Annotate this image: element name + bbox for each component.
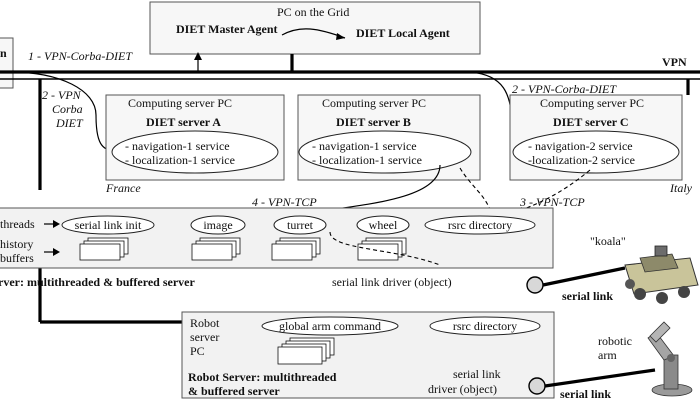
master-agent-arrowhead [194,52,202,60]
buffer-stack-global-arm-command [277,337,335,365]
robotic-arm-illustration [647,321,693,397]
link-4-label: 4 - VPN-TCP [252,195,317,209]
serial-link-label-1: serial link [562,289,613,303]
module-rsrc-directory-label: rsrc directory [448,218,512,232]
arm-module-rsrc-directory [429,316,541,336]
master-to-local-arrowhead [336,33,345,40]
turret-to-driver-dashed [329,231,441,266]
link-2a-line3: DIET [55,116,84,130]
left-fragment-text: n [0,46,7,60]
arm-server-title-1: Robot Server: multithreaded [188,370,337,384]
location-italy: Italy [669,181,693,195]
server-c-service-2: -localization-2 service [528,153,635,167]
module-serial-link-init-label: serial link init [75,218,142,232]
arm-server-pc-label-1: Robot [190,316,220,330]
server-b-name: DIET server B [336,115,411,129]
koala-serial-port [526,276,544,294]
buffer-stack-turret [271,237,321,261]
module-serial-link-init [61,215,155,235]
server-a-pc-title: Computing server PC [128,96,232,110]
server-b-service-2: - localization-1 service [312,153,422,167]
robot-name-label: "koala" [590,234,626,248]
arm-driver-label-1: serial link [453,367,501,381]
link-3-label: 3 - VPN-TCP [519,195,585,209]
server-c-services-ellipse [512,130,680,174]
server-c-pc-title: Computing server PC [540,96,644,110]
module-image [190,215,246,235]
history-label: history [0,237,33,251]
buffer-stack-serial-link-init [79,237,129,261]
module-wheel [356,215,410,235]
threads-arrowhead [53,220,60,228]
arm-driver-label-2: driver (object) [428,382,497,396]
module-global-arm-command [261,316,399,336]
server-a-service-2: - localization-1 service [125,153,235,167]
grid-pc-box [149,1,481,55]
serial-link-label-2: serial link [560,387,611,400]
koala-driver-label: serial link driver (object) [332,275,452,289]
threads-label: threads [0,217,35,231]
server-a-name: DIET server A [146,115,221,129]
koala-server-title: rver: multithreaded & buffered server [0,275,196,289]
local-agent-label: DIET Local Agent [356,26,450,40]
master-agent-label: DIET Master Agent [176,22,278,36]
link-1-label: 1 - VPN-Corba-DIET [28,49,133,63]
server-b-pc-title: Computing server PC [322,96,426,110]
module-global-arm-command-label: global arm command [279,319,381,333]
buffers-label: buffers [0,251,34,265]
arm-server-title-2: & buffered server [188,384,280,398]
server-b-service-1: - navigation-1 service [312,139,417,153]
koala-robot-illustration [624,245,699,304]
link-2a-line1: 2 - VPN [42,88,82,102]
grid-pc-title: PC on the Grid [277,5,349,19]
left-partial-box [0,37,14,89]
server-b-services-ellipse [298,130,472,174]
arm-name-line2: arm [598,348,617,362]
server-c-name: DIET server C [553,115,629,129]
link-2a-arrow [9,71,113,151]
buffer-stack-wheel [357,237,407,261]
buffers-arrowhead [53,248,60,256]
arm-name-line1: robotic [598,334,632,348]
module-turret [273,215,327,235]
module-turret-label: turret [287,218,314,232]
arm-serial-cable [544,368,656,388]
arm-server-pc-label-3: PC [190,344,205,358]
module-wheel-label: wheel [369,218,398,232]
vpn-label: VPN [662,55,687,69]
server-c-service-1: - navigation-2 service [528,139,633,153]
server-a-service-1: - navigation-1 service [125,139,230,153]
module-image-label: image [203,218,232,232]
link-2a-line2: Corba [52,102,83,116]
buffer-stack-image [191,237,241,261]
link-2b-label: 2 - VPN-Corba-DIET [512,82,617,96]
server-a-services-ellipse [111,130,279,174]
module-rsrc-directory [424,215,536,235]
koala-serial-cable [542,266,626,287]
arm-server-pc-label-2: server [190,330,219,344]
arm-serial-port [528,377,546,395]
location-france: France [105,181,141,195]
arm-module-rsrc-directory-label: rsrc directory [453,319,517,333]
